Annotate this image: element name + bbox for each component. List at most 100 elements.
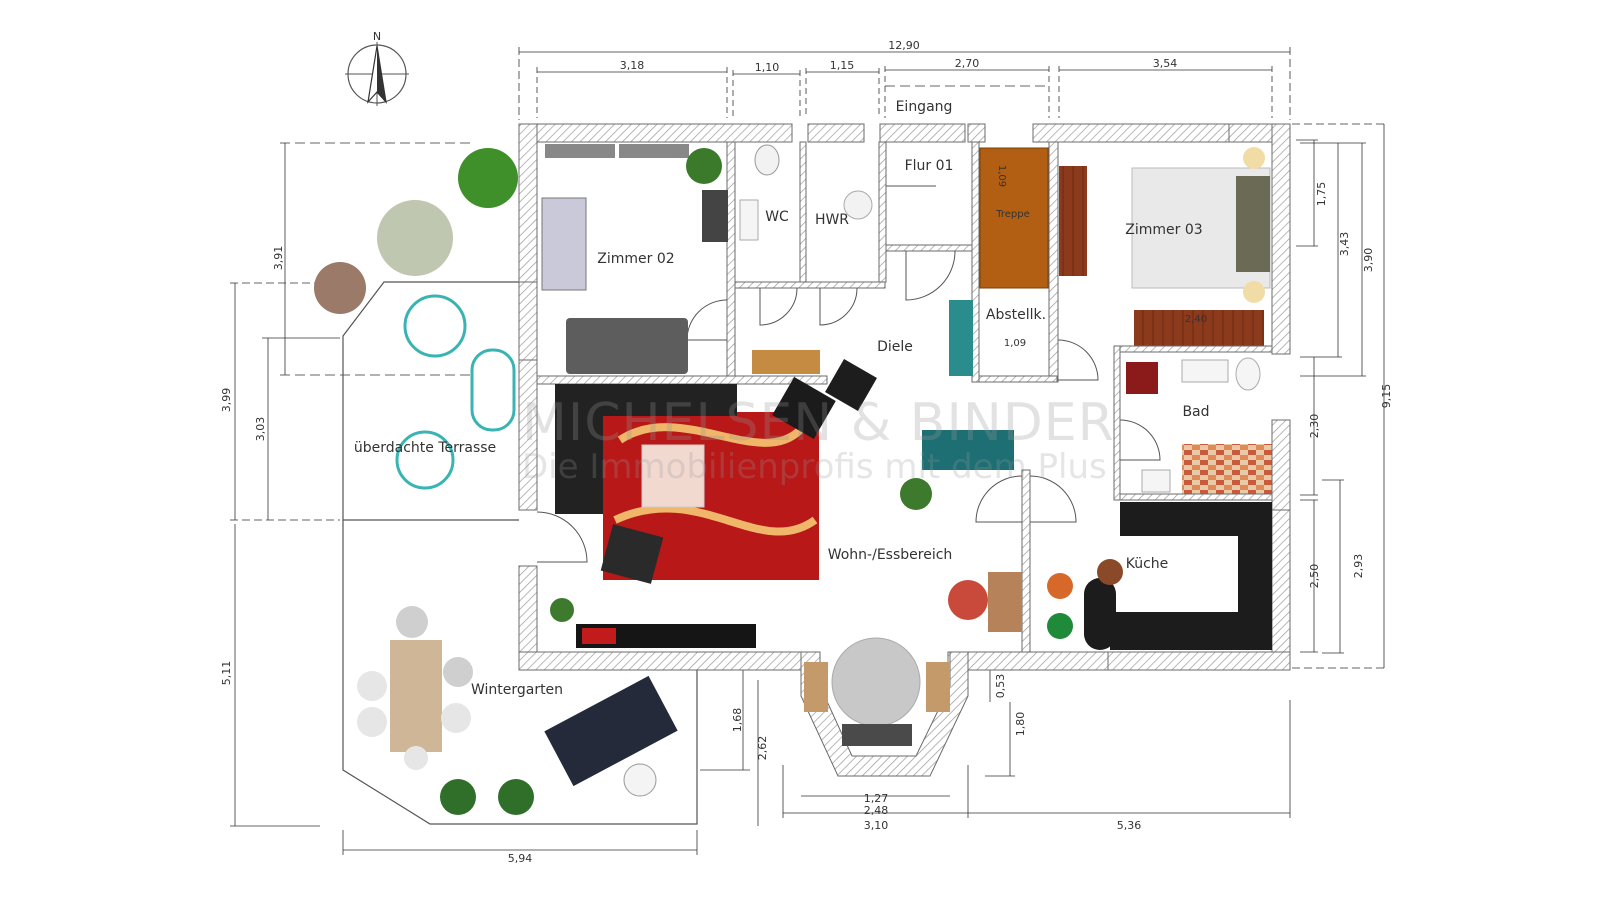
diele-bench bbox=[752, 350, 820, 374]
furniture bbox=[314, 144, 1272, 815]
stool-orange bbox=[1047, 573, 1073, 599]
room-label-abstellk: Abstellk. bbox=[986, 307, 1046, 323]
door-zimmer02 bbox=[686, 299, 728, 341]
bay-bench-bottom bbox=[842, 724, 912, 746]
floors bbox=[979, 147, 1272, 494]
dim-top-1: 3,18 bbox=[620, 59, 645, 72]
room-label-flur01: Flur 01 bbox=[905, 158, 954, 174]
door-kitchen-2 bbox=[1029, 475, 1077, 523]
room-label-terrasse: überdachte Terrasse bbox=[354, 440, 496, 456]
dim-bottom-left: 5,94 bbox=[508, 852, 533, 865]
armchair-2 bbox=[772, 376, 836, 440]
watermark-line-1: MICHELSEN & BINDER bbox=[522, 393, 1115, 453]
dim-left-4: 5,11 bbox=[220, 661, 233, 686]
wardrobe-bottom bbox=[1134, 310, 1264, 350]
kitchen-counter-bottom bbox=[1110, 612, 1272, 650]
wg-chair-4 bbox=[443, 657, 473, 687]
dim-stair-length: 1,09 bbox=[996, 165, 1007, 187]
armchair-living bbox=[600, 524, 664, 584]
wg-plant-1 bbox=[440, 779, 476, 815]
sofa-side bbox=[555, 384, 603, 514]
dim-right-3: 3,90 bbox=[1362, 248, 1375, 273]
room-label-eingang: Eingang bbox=[896, 99, 953, 115]
wg-plant-2 bbox=[498, 779, 534, 815]
dim-right-2: 3,43 bbox=[1338, 232, 1351, 257]
wg-chair-3 bbox=[357, 707, 387, 737]
radiator-2 bbox=[619, 144, 689, 158]
coffee-table bbox=[641, 444, 705, 508]
radiator-1 bbox=[545, 144, 615, 158]
wg-chair-1 bbox=[396, 606, 428, 638]
dim-bay-2: 2,48 bbox=[864, 804, 889, 817]
room-label-wintergarten: Wintergarten bbox=[471, 682, 563, 698]
pouf bbox=[948, 580, 988, 620]
plant-diele bbox=[900, 478, 932, 510]
bath-tile-floor bbox=[1182, 444, 1272, 494]
dim-bay-side-2: 1,80 bbox=[1014, 712, 1027, 737]
doors bbox=[536, 185, 1161, 563]
plant-zimmer02 bbox=[686, 148, 722, 184]
garden-tree-1 bbox=[458, 148, 518, 208]
dim-left-3: 3,03 bbox=[254, 417, 267, 442]
diele-chair bbox=[825, 359, 877, 411]
compass: N bbox=[345, 30, 409, 106]
sink-wc bbox=[739, 199, 759, 241]
stool-green bbox=[1047, 613, 1073, 639]
toilet-wc bbox=[754, 144, 780, 176]
dim-bay-1: 1,27 bbox=[864, 792, 889, 805]
room-label-diele: Diele bbox=[877, 339, 913, 355]
wardrobe-left bbox=[1059, 166, 1087, 276]
room-label-zimmer02: Zimmer 02 bbox=[597, 251, 674, 267]
washer-hwr bbox=[843, 190, 873, 220]
room-labels: Zimmer 02 WC HWR Flur 01 Treppe Abstellk… bbox=[354, 99, 1210, 698]
lamp-1 bbox=[1243, 147, 1265, 169]
lamp-2 bbox=[1243, 281, 1265, 303]
dim-right-total: 9,15 bbox=[1380, 384, 1393, 409]
kitchen-island bbox=[1084, 578, 1116, 650]
wintergarten-table bbox=[390, 640, 442, 752]
door-zimmer03 bbox=[1057, 339, 1099, 381]
wg-chair-6 bbox=[404, 746, 428, 770]
dim-bay-side-1: 0,53 bbox=[994, 674, 1007, 699]
stool-brown bbox=[1097, 559, 1123, 585]
dimension-lines bbox=[230, 47, 1388, 855]
wg-chair-2 bbox=[357, 671, 387, 701]
staircase bbox=[979, 147, 1049, 289]
dining-table-round bbox=[831, 637, 921, 727]
door-wc bbox=[759, 287, 798, 326]
door-bad bbox=[1119, 419, 1161, 461]
daybed bbox=[544, 675, 678, 787]
room-label-kueche: Küche bbox=[1126, 556, 1169, 572]
sofa-zimmer02 bbox=[566, 318, 688, 374]
dim-bed-width: 2,40 bbox=[1185, 314, 1207, 325]
dim-top-4: 2,70 bbox=[955, 57, 980, 70]
dim-top-3: 1,15 bbox=[830, 59, 855, 72]
dim-right-5: 2,50 bbox=[1308, 564, 1321, 589]
room-label-hwr: HWR bbox=[815, 212, 849, 228]
bay-bench-left bbox=[804, 662, 828, 712]
dim-wg-2: 2,62 bbox=[756, 736, 769, 761]
sideboard-teal bbox=[922, 430, 1014, 470]
side-table-round bbox=[623, 763, 657, 797]
wg-chair-5 bbox=[441, 703, 471, 733]
dim-right-4: 2,30 bbox=[1308, 414, 1321, 439]
bath-shelf bbox=[1141, 469, 1171, 493]
room-label-zimmer03: Zimmer 03 bbox=[1125, 222, 1202, 238]
dim-left-2: 3,99 bbox=[220, 388, 233, 413]
plant-living bbox=[550, 598, 574, 622]
dim-wg-1: 1,68 bbox=[731, 708, 744, 733]
dim-right-1: 1,75 bbox=[1315, 182, 1328, 207]
bed-headboard bbox=[1236, 176, 1270, 272]
bath-mat bbox=[1126, 362, 1158, 394]
dim-bay-3: 3,10 bbox=[864, 819, 889, 832]
garden-tree-2 bbox=[377, 200, 453, 276]
door-terrace bbox=[536, 511, 588, 563]
dim-top-5: 3,54 bbox=[1153, 57, 1178, 70]
tv-box bbox=[582, 628, 616, 644]
terrace-chair-1 bbox=[403, 294, 467, 358]
bay-bench-right bbox=[926, 662, 950, 712]
watermark: MICHELSEN & BINDER Die Immobilienprofis … bbox=[522, 393, 1115, 487]
diele-shelf bbox=[949, 300, 973, 376]
garden-bush bbox=[314, 262, 366, 314]
watermark-line-2: Die Immobilienprofis mit dem Plus bbox=[522, 447, 1107, 487]
